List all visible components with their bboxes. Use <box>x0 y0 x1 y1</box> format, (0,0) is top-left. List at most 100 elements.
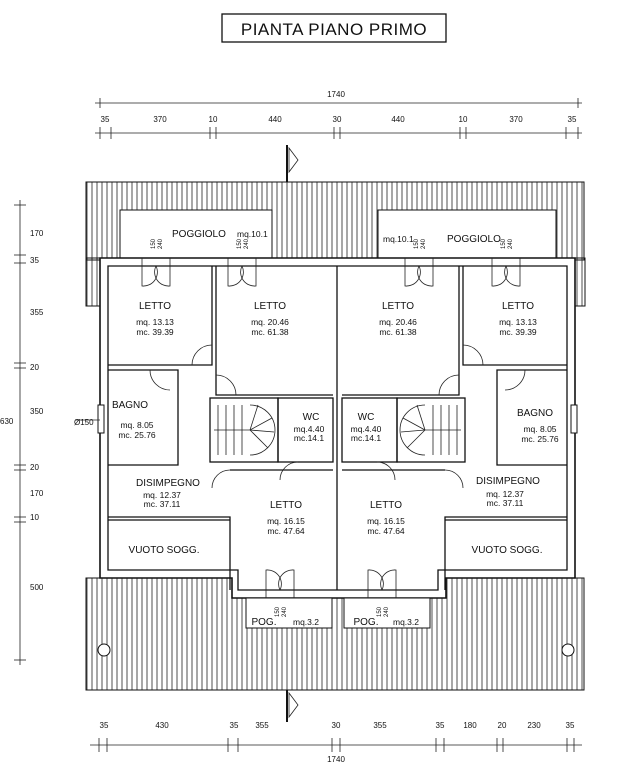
room-mq-value: mq.10.1 <box>237 229 268 239</box>
room-mc-value: mc.14.1 <box>351 433 382 443</box>
door-height: 240 <box>282 606 288 617</box>
window-left <box>97 404 105 434</box>
pog-left <box>245 597 333 629</box>
door-width: 150 <box>501 238 507 249</box>
bottom-dimension-label: 35 <box>436 721 445 730</box>
room-name: DISIMPEGNO <box>476 476 540 487</box>
room-name: LETTO <box>382 301 414 312</box>
room-name: LETTO <box>254 301 286 312</box>
room-name: LETTO <box>502 301 534 312</box>
bottom-dimension-label: 35 <box>230 721 239 730</box>
room-name: POGGIOLO <box>447 234 501 245</box>
left-dimension-label: 350 <box>30 407 44 416</box>
window-right <box>570 404 578 434</box>
room-pog-right: POG. mq.3.2 <box>353 617 419 628</box>
bottom-dimensions <box>90 738 582 752</box>
room-name: LETTO <box>270 500 302 511</box>
room-name: BAGNO <box>112 400 148 411</box>
door-icon <box>265 569 295 598</box>
bottom-dimension-label: 35 <box>100 721 109 730</box>
room-mc-value: mc.14.1 <box>294 433 325 443</box>
bottom-dimension-label: 230 <box>527 721 541 730</box>
door-icon <box>367 569 397 598</box>
door-width: 150 <box>414 238 420 249</box>
door-width: 150 <box>237 238 243 249</box>
room-name: VUOTO SOGG. <box>129 545 200 556</box>
room-mq-value: mq. 20.46 <box>251 317 289 327</box>
room-name: WC <box>303 412 320 423</box>
door-height: 240 <box>244 238 250 249</box>
room-mc-value: mc. 61.38 <box>379 327 417 337</box>
bottom-dimension-label: 180 <box>463 721 477 730</box>
room-mc-value: mc. 37.11 <box>144 499 181 509</box>
room-mc-value: mc. 25.76 <box>118 430 156 440</box>
interior-walls <box>108 266 567 590</box>
bottom-dimension-label: 355 <box>373 721 387 730</box>
bottom-dimension-label: 430 <box>155 721 169 730</box>
room-mc-value: mc. 61.38 <box>251 327 289 337</box>
left-dimension-label: 10 <box>30 513 39 522</box>
room-mq-value: mq. 12.37 <box>486 489 524 499</box>
left-dimensions <box>14 200 26 665</box>
left-dimension-label: 170 <box>30 229 44 238</box>
top-dimension-label: 370 <box>509 115 523 124</box>
door-height: 240 <box>508 238 514 249</box>
balcony-right <box>377 209 557 261</box>
window-label: Ø150 <box>74 418 94 427</box>
entrance-arrow-bottom <box>286 690 299 722</box>
room-mq-value: mq.3.2 <box>293 617 319 627</box>
door-icon <box>404 258 434 287</box>
room-mq-value: mq.3.2 <box>393 617 419 627</box>
entrance-arrow-top <box>286 145 299 182</box>
door-width: 150 <box>377 606 383 617</box>
left-total-dimension: 630 <box>0 417 14 426</box>
door-width: 150 <box>275 606 281 617</box>
room-mc-value: mc. 47.64 <box>367 526 405 536</box>
page-title: PIANTA PIANO PRIMO <box>241 20 427 39</box>
top-dimension-label: 10 <box>459 115 468 124</box>
room-mq-value: mq. 12.37 <box>143 490 181 500</box>
staircase-left <box>214 404 276 456</box>
room-name: VUOTO SOGG. <box>472 545 543 556</box>
door-width: 150 <box>151 238 157 249</box>
room-name: BAGNO <box>517 408 553 419</box>
room-name: POG. <box>251 617 276 628</box>
top-dimension-label: 440 <box>391 115 405 124</box>
bottom-dimension-label: 20 <box>498 721 507 730</box>
bottom-dimension-label: 30 <box>332 721 341 730</box>
pog-right <box>343 597 431 629</box>
door-height: 240 <box>384 606 390 617</box>
top-dimension-label: 10 <box>209 115 218 124</box>
doors <box>141 258 526 598</box>
room-name: LETTO <box>139 301 171 312</box>
door-height: 240 <box>421 238 427 249</box>
room-mq-value: mq.10.1 <box>383 234 414 244</box>
room-poggiolo-right: mq.10.1 POGGIOLO <box>383 234 501 245</box>
room-mq-value: mq.4.40 <box>294 424 325 434</box>
room-name: POG. <box>353 617 378 628</box>
door-height: 240 <box>158 238 164 249</box>
room-mq-value: mq. 8.05 <box>523 424 556 434</box>
door-icon <box>227 258 257 287</box>
staircase-right <box>399 404 461 456</box>
bottom-dimension-label: 35 <box>566 721 575 730</box>
room-name: POGGIOLO <box>172 229 226 240</box>
title-box: PIANTA PIANO PRIMO <box>221 13 447 43</box>
room-mc-value: mc. 39.39 <box>136 327 174 337</box>
